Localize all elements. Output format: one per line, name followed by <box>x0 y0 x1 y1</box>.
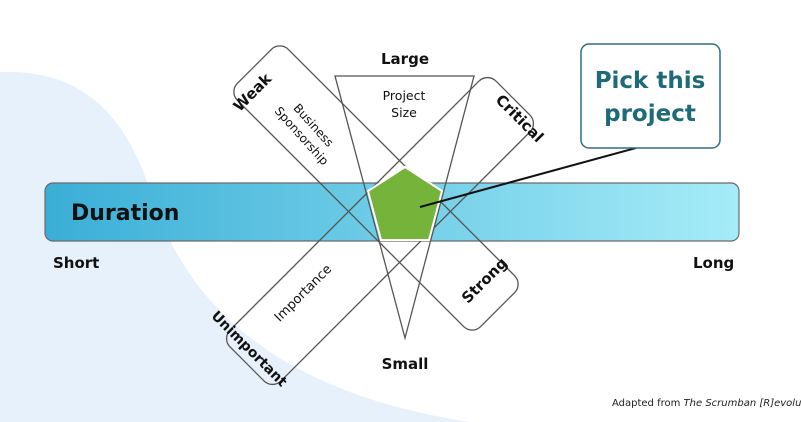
business-sponsorship-shape <box>233 45 519 331</box>
selection-pentagon <box>366 165 444 241</box>
callout-box <box>580 43 721 149</box>
credit-source: The Scrumban [R]evolution <box>683 398 801 409</box>
importance-label: Importance <box>272 262 335 325</box>
callout-pointer-line <box>419 147 637 208</box>
project-size-label-line2: Size <box>391 105 417 120</box>
credit-prefix: Adapted from <box>612 398 684 409</box>
project-size-small-label: Small <box>382 355 429 373</box>
business-sponsorship-label: Business Sponsorship <box>272 101 337 168</box>
duration-label: Duration <box>71 201 179 226</box>
background-wave <box>0 71 470 422</box>
source-credit: Adapted from The Scrumban [R]evolution <box>612 398 801 409</box>
duration-long-label: Long <box>693 254 734 272</box>
sponsorship-strong-label: Strong <box>458 254 511 307</box>
importance-critical-label: Critical <box>492 91 547 146</box>
callout-text-line1: Pick this <box>595 68 706 94</box>
project-size-label-line1: Project <box>383 88 426 103</box>
callout-text-line2: project <box>604 101 696 127</box>
duration-short-label: Short <box>53 254 99 272</box>
sponsorship-weak-label: Weak <box>230 69 276 115</box>
project-size-triangle <box>334 75 475 341</box>
importance-shape <box>225 76 535 386</box>
project-size-large-label: Large <box>381 50 429 68</box>
